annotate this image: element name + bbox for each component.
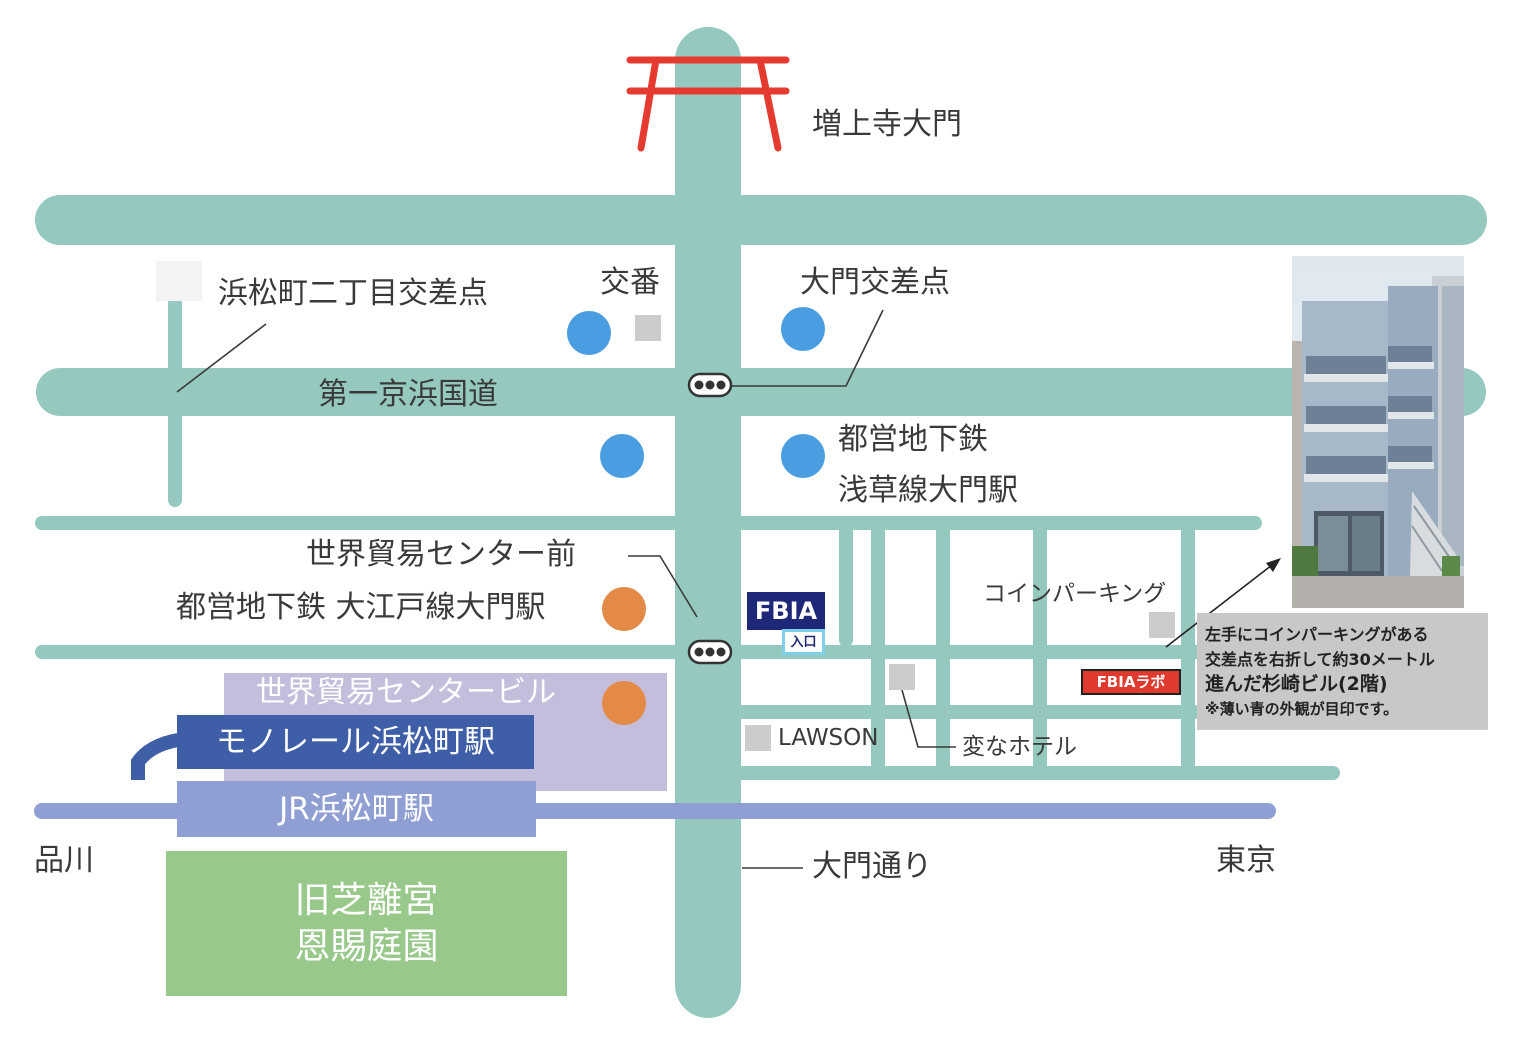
building-square-icon xyxy=(635,315,661,341)
directions-line-4: ※薄い青の外観が目印です。 xyxy=(1205,700,1399,718)
subway-station-icon xyxy=(602,681,646,725)
subway-station-icon xyxy=(600,434,644,478)
traffic-signal-icon xyxy=(687,372,733,398)
jr-station-label: JR浜松町駅 xyxy=(279,790,434,827)
fbia-entrance-marker: 入口 xyxy=(782,629,825,655)
wtc-mae-label: 世界貿易センター前 xyxy=(306,537,576,572)
torii-gate-icon xyxy=(626,56,790,152)
traffic-signal-icon xyxy=(687,639,733,665)
daimon-dori-label: 大門通り xyxy=(812,849,932,884)
directions-line-2: 交差点を右折して約30メートル xyxy=(1205,650,1435,669)
monorail-station-label: モノレール浜松町駅 xyxy=(216,723,495,760)
sugisaki-building-photo xyxy=(1292,256,1464,608)
subway-station-icon xyxy=(602,587,646,631)
roads xyxy=(35,27,1487,1018)
leader-strange-hotel xyxy=(901,689,956,748)
shinagawa-label: 品川 xyxy=(34,843,94,878)
fbia-marker: FBIA xyxy=(747,592,825,630)
directions-line-1: 左手にコインパーキングがある xyxy=(1205,625,1429,644)
lawson-label: LAWSON xyxy=(778,725,879,751)
toei-asakusa-label-1: 都営地下鉄 xyxy=(838,422,988,457)
monorail-station: モノレール浜松町駅 xyxy=(177,715,534,769)
zojoji-gate-label: 増上寺大門 xyxy=(812,107,962,142)
tokyo-label: 東京 xyxy=(1216,843,1276,878)
kyu-shiba-rikyu-garden: 旧芝離宮 恩賜庭園 xyxy=(166,851,567,996)
building-square-icon xyxy=(156,261,202,301)
photo-arrow xyxy=(1165,558,1281,648)
toei-asakusa-label-2: 浅草線大門駅 xyxy=(838,473,1018,508)
subway-station-icon xyxy=(781,434,825,478)
leader-hamamatsucho-2 xyxy=(176,323,267,393)
route-1-label: 第一京浜国道 xyxy=(318,377,498,412)
subway-station-icon xyxy=(567,311,611,355)
leader-lines xyxy=(176,309,956,869)
fbia-label: FBIA xyxy=(754,597,818,625)
building-square-icon xyxy=(889,664,915,690)
entrance-label: 入口 xyxy=(790,634,817,650)
building-square-icon xyxy=(745,725,771,751)
fbia-lab-label: FBIAラボ xyxy=(1096,672,1166,691)
leader-daimon-intersection xyxy=(732,309,884,387)
leader-wtc-mae xyxy=(628,555,698,618)
garden-label-line1: 旧芝離宮 xyxy=(294,879,439,921)
wtc-building-label: 世界貿易センタービル xyxy=(256,675,556,710)
monorail-track xyxy=(131,733,180,780)
jr-station: JR浜松町駅 xyxy=(177,781,536,837)
coin-parking-label: コインパーキング xyxy=(983,581,1167,607)
strange-hotel-label: 変なホテル xyxy=(962,734,1077,760)
directions-line-3: 進んだ杉崎ビル(2階) xyxy=(1205,673,1388,695)
toei-oedo-daimon-label: 都営地下鉄 大江戸線大門駅 xyxy=(176,590,546,625)
daimon-intersection-label: 大門交差点 xyxy=(800,265,950,300)
garden-label-line2: 恩賜庭園 xyxy=(294,925,439,967)
subway-station-icon xyxy=(781,307,825,351)
hamamatsucho-2-intersection-label: 浜松町二丁目交差点 xyxy=(218,276,488,311)
directions-note: 左手にコインパーキングがある 交差点を右折して約30メートル 進んだ杉崎ビル(2… xyxy=(1197,613,1488,730)
koban-label: 交番 xyxy=(600,265,660,300)
building-square-icon xyxy=(1149,612,1175,638)
fbia-lab-marker: FBIAラボ xyxy=(1081,669,1181,695)
